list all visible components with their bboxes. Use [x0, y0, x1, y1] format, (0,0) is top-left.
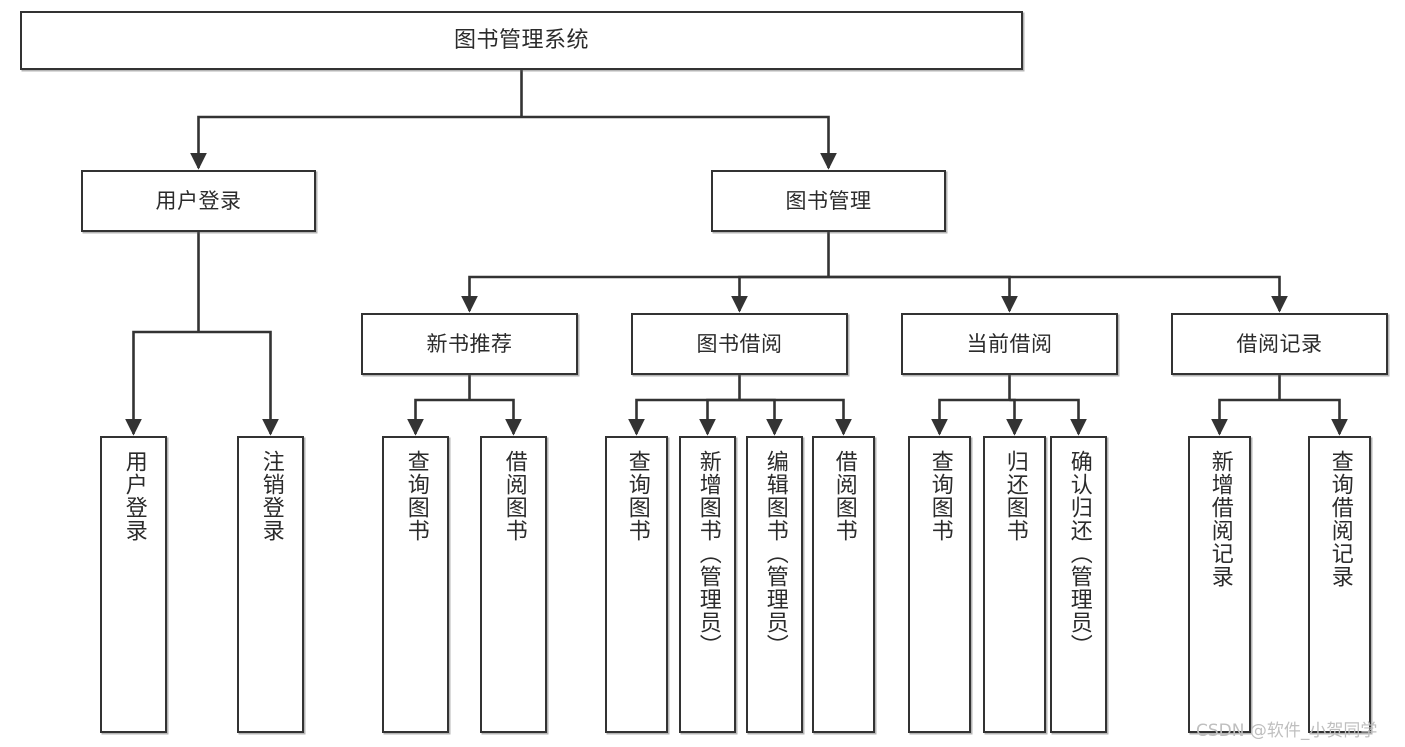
node-label: 查询图书 — [403, 450, 429, 542]
node-label: 查询借阅记录 — [1327, 450, 1353, 588]
node-book-borrow[interactable]: 图书借阅 — [631, 313, 848, 375]
node-label: 用户登录 — [155, 188, 242, 213]
connector-arrow — [699, 398, 740, 436]
connector-arrow — [628, 398, 740, 436]
node-label: 借阅图书 — [831, 450, 857, 542]
node-leaf-query-book-1[interactable]: 查询图书 — [382, 436, 449, 733]
connector-arrow — [731, 275, 829, 313]
connector-arrow — [1009, 398, 1087, 436]
node-label: 图书管理系统 — [453, 27, 589, 53]
node-current-borrow[interactable]: 当前借阅 — [901, 313, 1118, 375]
node-label: 新增图书（管理员） — [695, 450, 721, 657]
connector-arrow — [1279, 398, 1348, 436]
connector-arrow — [828, 275, 1288, 313]
connector-arrow — [190, 115, 522, 170]
node-leaf-edit-book[interactable]: 编辑图书（管理员） — [746, 436, 803, 733]
connector-arrow — [1211, 398, 1280, 436]
node-label: 编辑图书（管理员） — [762, 450, 788, 657]
node-new-book-rec[interactable]: 新书推荐 — [361, 313, 578, 375]
connector-arrow — [828, 275, 1018, 313]
node-leaf-borrow-book-2[interactable]: 借阅图书 — [812, 436, 875, 733]
connector-arrow — [407, 398, 470, 436]
connector-arrow — [1006, 398, 1023, 436]
csdn-watermark: CSDN @软件_小贺同学 — [1196, 721, 1378, 741]
node-label: 借阅图书 — [501, 450, 527, 542]
node-label: 新书推荐 — [426, 331, 513, 356]
node-label: 归还图书 — [1002, 450, 1028, 542]
node-leaf-query-book-3[interactable]: 查询图书 — [908, 436, 971, 733]
connector-arrow — [739, 398, 783, 436]
node-label: 借阅记录 — [1236, 331, 1323, 356]
node-root-root[interactable]: 图书管理系统 — [20, 11, 1023, 70]
node-label: 图书借阅 — [696, 331, 783, 356]
node-label: 用户登录 — [121, 450, 147, 542]
connector-arrow — [125, 330, 199, 436]
node-label: 图书管理 — [785, 188, 872, 213]
connector-arrow — [521, 115, 837, 170]
node-leaf-logout[interactable]: 注销登录 — [237, 436, 304, 733]
connector-arrow — [198, 330, 279, 436]
connector-arrow — [461, 275, 829, 313]
node-leaf-add-record[interactable]: 新增借阅记录 — [1188, 436, 1251, 733]
node-book-manage[interactable]: 图书管理 — [711, 170, 946, 232]
node-label: 查询图书 — [927, 450, 953, 542]
node-label: 确认归还（管理员） — [1066, 450, 1092, 657]
node-leaf-user-login[interactable]: 用户登录 — [100, 436, 167, 733]
connector-arrow — [739, 398, 852, 436]
node-leaf-confirm-return[interactable]: 确认归还（管理员） — [1050, 436, 1107, 733]
node-label: 查询图书 — [624, 450, 650, 542]
node-leaf-return-book[interactable]: 归还图书 — [983, 436, 1046, 733]
node-label: 注销登录 — [258, 450, 284, 542]
node-user-login[interactable]: 用户登录 — [81, 170, 316, 232]
connector-arrow — [931, 398, 1010, 436]
node-borrow-record[interactable]: 借阅记录 — [1171, 313, 1388, 375]
node-leaf-borrow-book-1[interactable]: 借阅图书 — [480, 436, 547, 733]
node-label: 新增借阅记录 — [1207, 450, 1233, 588]
connector-arrow — [469, 398, 522, 436]
node-label: 当前借阅 — [966, 331, 1053, 356]
node-leaf-query-record[interactable]: 查询借阅记录 — [1308, 436, 1371, 733]
node-leaf-add-book[interactable]: 新增图书（管理员） — [679, 436, 736, 733]
node-leaf-query-book-2[interactable]: 查询图书 — [605, 436, 668, 733]
